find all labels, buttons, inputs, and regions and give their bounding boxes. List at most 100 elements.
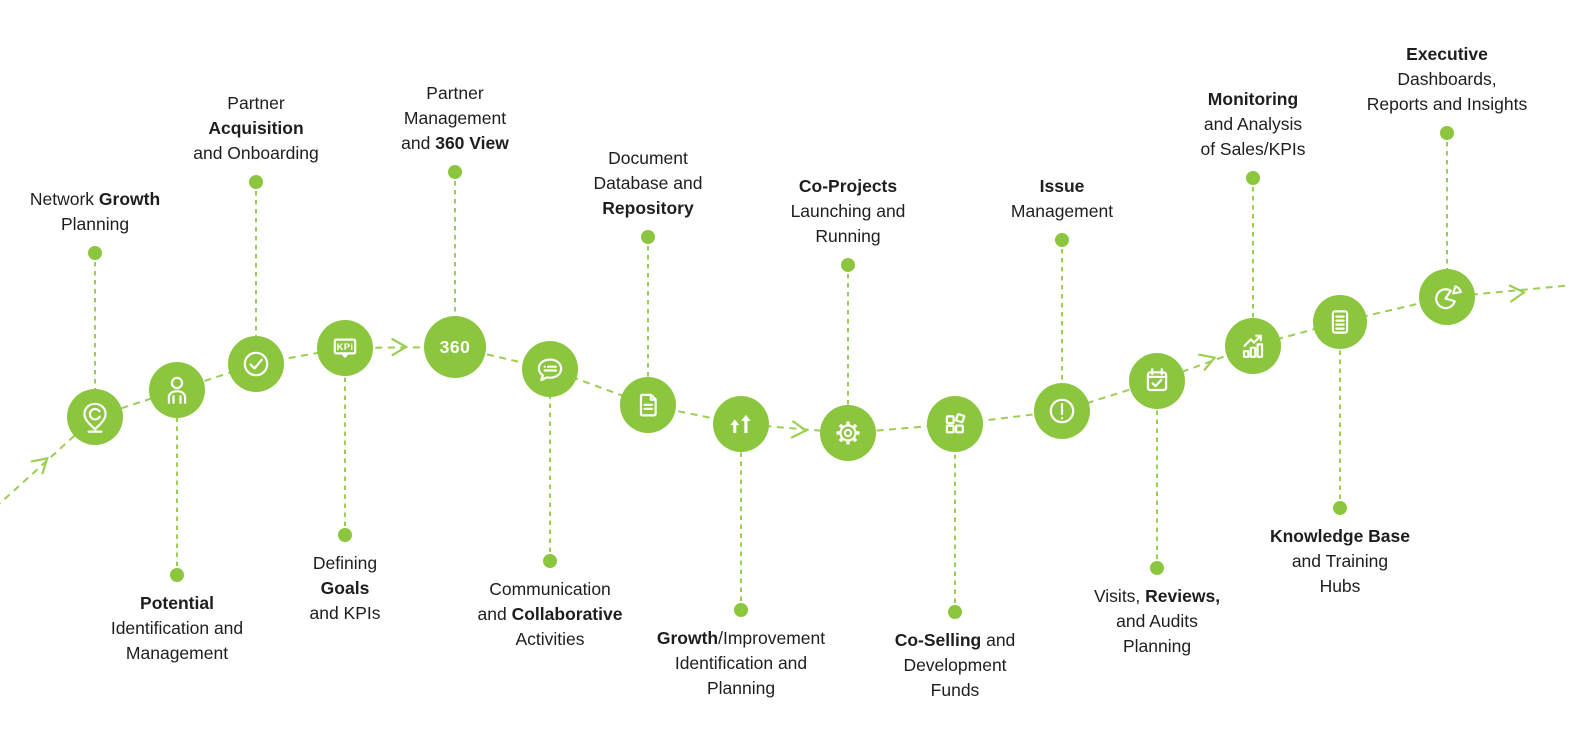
- label-line: Issue: [927, 174, 1197, 199]
- label-line: Identification and: [606, 651, 876, 676]
- label-text: Management: [1010, 201, 1114, 221]
- label-line: Network Growth: [0, 187, 230, 212]
- label-text: and: [981, 630, 1016, 650]
- connector-dot: [338, 528, 352, 542]
- label-text: Goals: [320, 578, 370, 598]
- connector-dot: [1440, 126, 1454, 140]
- path-arrow-icon: [1198, 353, 1217, 371]
- label-text: Identification and: [674, 653, 808, 673]
- label-text: Potential: [140, 593, 214, 613]
- label-line: Planning: [1022, 634, 1292, 659]
- connector-dot: [641, 230, 655, 244]
- label-line: Acquisition: [121, 116, 391, 141]
- label-line: Repository: [513, 196, 783, 221]
- milestone-co-selling-and-development-funds: [927, 396, 983, 619]
- label-text: and Onboarding: [193, 143, 319, 163]
- label-text: Monitoring: [1207, 89, 1299, 109]
- label-line: Defining: [210, 551, 480, 576]
- label-text: Growth: [656, 628, 719, 648]
- connector-dot: [448, 165, 462, 179]
- label-text: Identification and: [110, 618, 244, 638]
- label-line: Goals: [210, 576, 480, 601]
- label-line: and KPIs: [210, 601, 480, 626]
- path-arrow-icon: [790, 420, 809, 439]
- milestone-circle: [149, 362, 205, 418]
- label-text: Partner: [227, 93, 285, 113]
- milestone-partner-management-and-360-view: 360: [424, 165, 486, 378]
- milestone-circle: [820, 405, 876, 461]
- milestone-defining-goals-and-kpis: KPi: [317, 320, 373, 542]
- connector-dot: [1246, 171, 1260, 185]
- label-text: Activities: [515, 629, 585, 649]
- label-text: Issue: [1039, 176, 1085, 196]
- milestone-document-database-and-repository: [620, 230, 676, 433]
- milestone-issue-management: [1034, 233, 1090, 439]
- milestone-nodes-layer: KPi 360: [67, 126, 1475, 619]
- label-text: Repository: [602, 198, 694, 218]
- label-text: Collaborative: [511, 604, 623, 624]
- milestone-circle: [927, 396, 983, 452]
- milestone-communication-and-collaborative-activities: [522, 341, 578, 568]
- connector-dot: [1055, 233, 1069, 247]
- path-arrow-icon: [30, 456, 49, 475]
- label-line: Database and: [513, 171, 783, 196]
- label-text: Management: [125, 643, 229, 663]
- milestone-circle: [424, 316, 486, 378]
- label-text: Co-Projects: [798, 176, 898, 196]
- label-line: Knowledge Base: [1205, 524, 1475, 549]
- label-line: Running: [713, 224, 983, 249]
- label-text: Visits,: [1093, 586, 1146, 606]
- connector-dot: [734, 603, 748, 617]
- path-arrow-icon: [1508, 284, 1527, 303]
- milestone-circle: [713, 396, 769, 452]
- label-line: Co-Projects: [713, 174, 983, 199]
- label-line: and Analysis: [1118, 112, 1388, 137]
- label-text: Launching and: [790, 201, 906, 221]
- label-text: Document: [608, 148, 688, 168]
- label-line: Executive: [1312, 42, 1569, 67]
- label-text: Growth: [98, 189, 161, 209]
- label-line: Management: [927, 199, 1197, 224]
- connector-dot: [88, 246, 102, 260]
- label-line: Growth/Improvement: [606, 626, 876, 651]
- label-line: and Onboarding: [121, 141, 391, 166]
- label-text: Hubs: [1319, 576, 1361, 596]
- label-line: Co-Selling and: [820, 628, 1090, 653]
- label-text: Planning: [60, 214, 130, 234]
- label-text: /Improvement: [718, 628, 826, 648]
- label-line: Partner: [121, 91, 391, 116]
- label-line: Identification and: [42, 616, 312, 641]
- milestone-network-growth-planning: [67, 246, 123, 445]
- label-line: Management: [320, 106, 590, 131]
- milestone-circle: [522, 341, 578, 397]
- label-text: Reports and Insights: [1366, 94, 1528, 114]
- label-text: Partner: [426, 83, 484, 103]
- milestone-potential-identification-and-management: [149, 362, 205, 582]
- label-line: Launching and: [713, 199, 983, 224]
- label-line: of Sales/KPIs: [1118, 137, 1388, 162]
- connector-dot: [841, 258, 855, 272]
- milestone-circle: [1313, 295, 1367, 349]
- label-line: Planning: [0, 212, 230, 237]
- connector-dot: [1333, 501, 1347, 515]
- label-text: and Audits: [1116, 611, 1198, 631]
- label-line: Hubs: [1205, 574, 1475, 599]
- label-line: and 360 View: [320, 131, 590, 156]
- milestone-co-projects-launching-and-running: [820, 258, 876, 461]
- label-line: Partner: [320, 81, 590, 106]
- label-text: Planning: [706, 678, 776, 698]
- connector-dot: [170, 568, 184, 582]
- milestone-circle: [317, 320, 373, 376]
- label-line: and Collaborative: [415, 602, 685, 627]
